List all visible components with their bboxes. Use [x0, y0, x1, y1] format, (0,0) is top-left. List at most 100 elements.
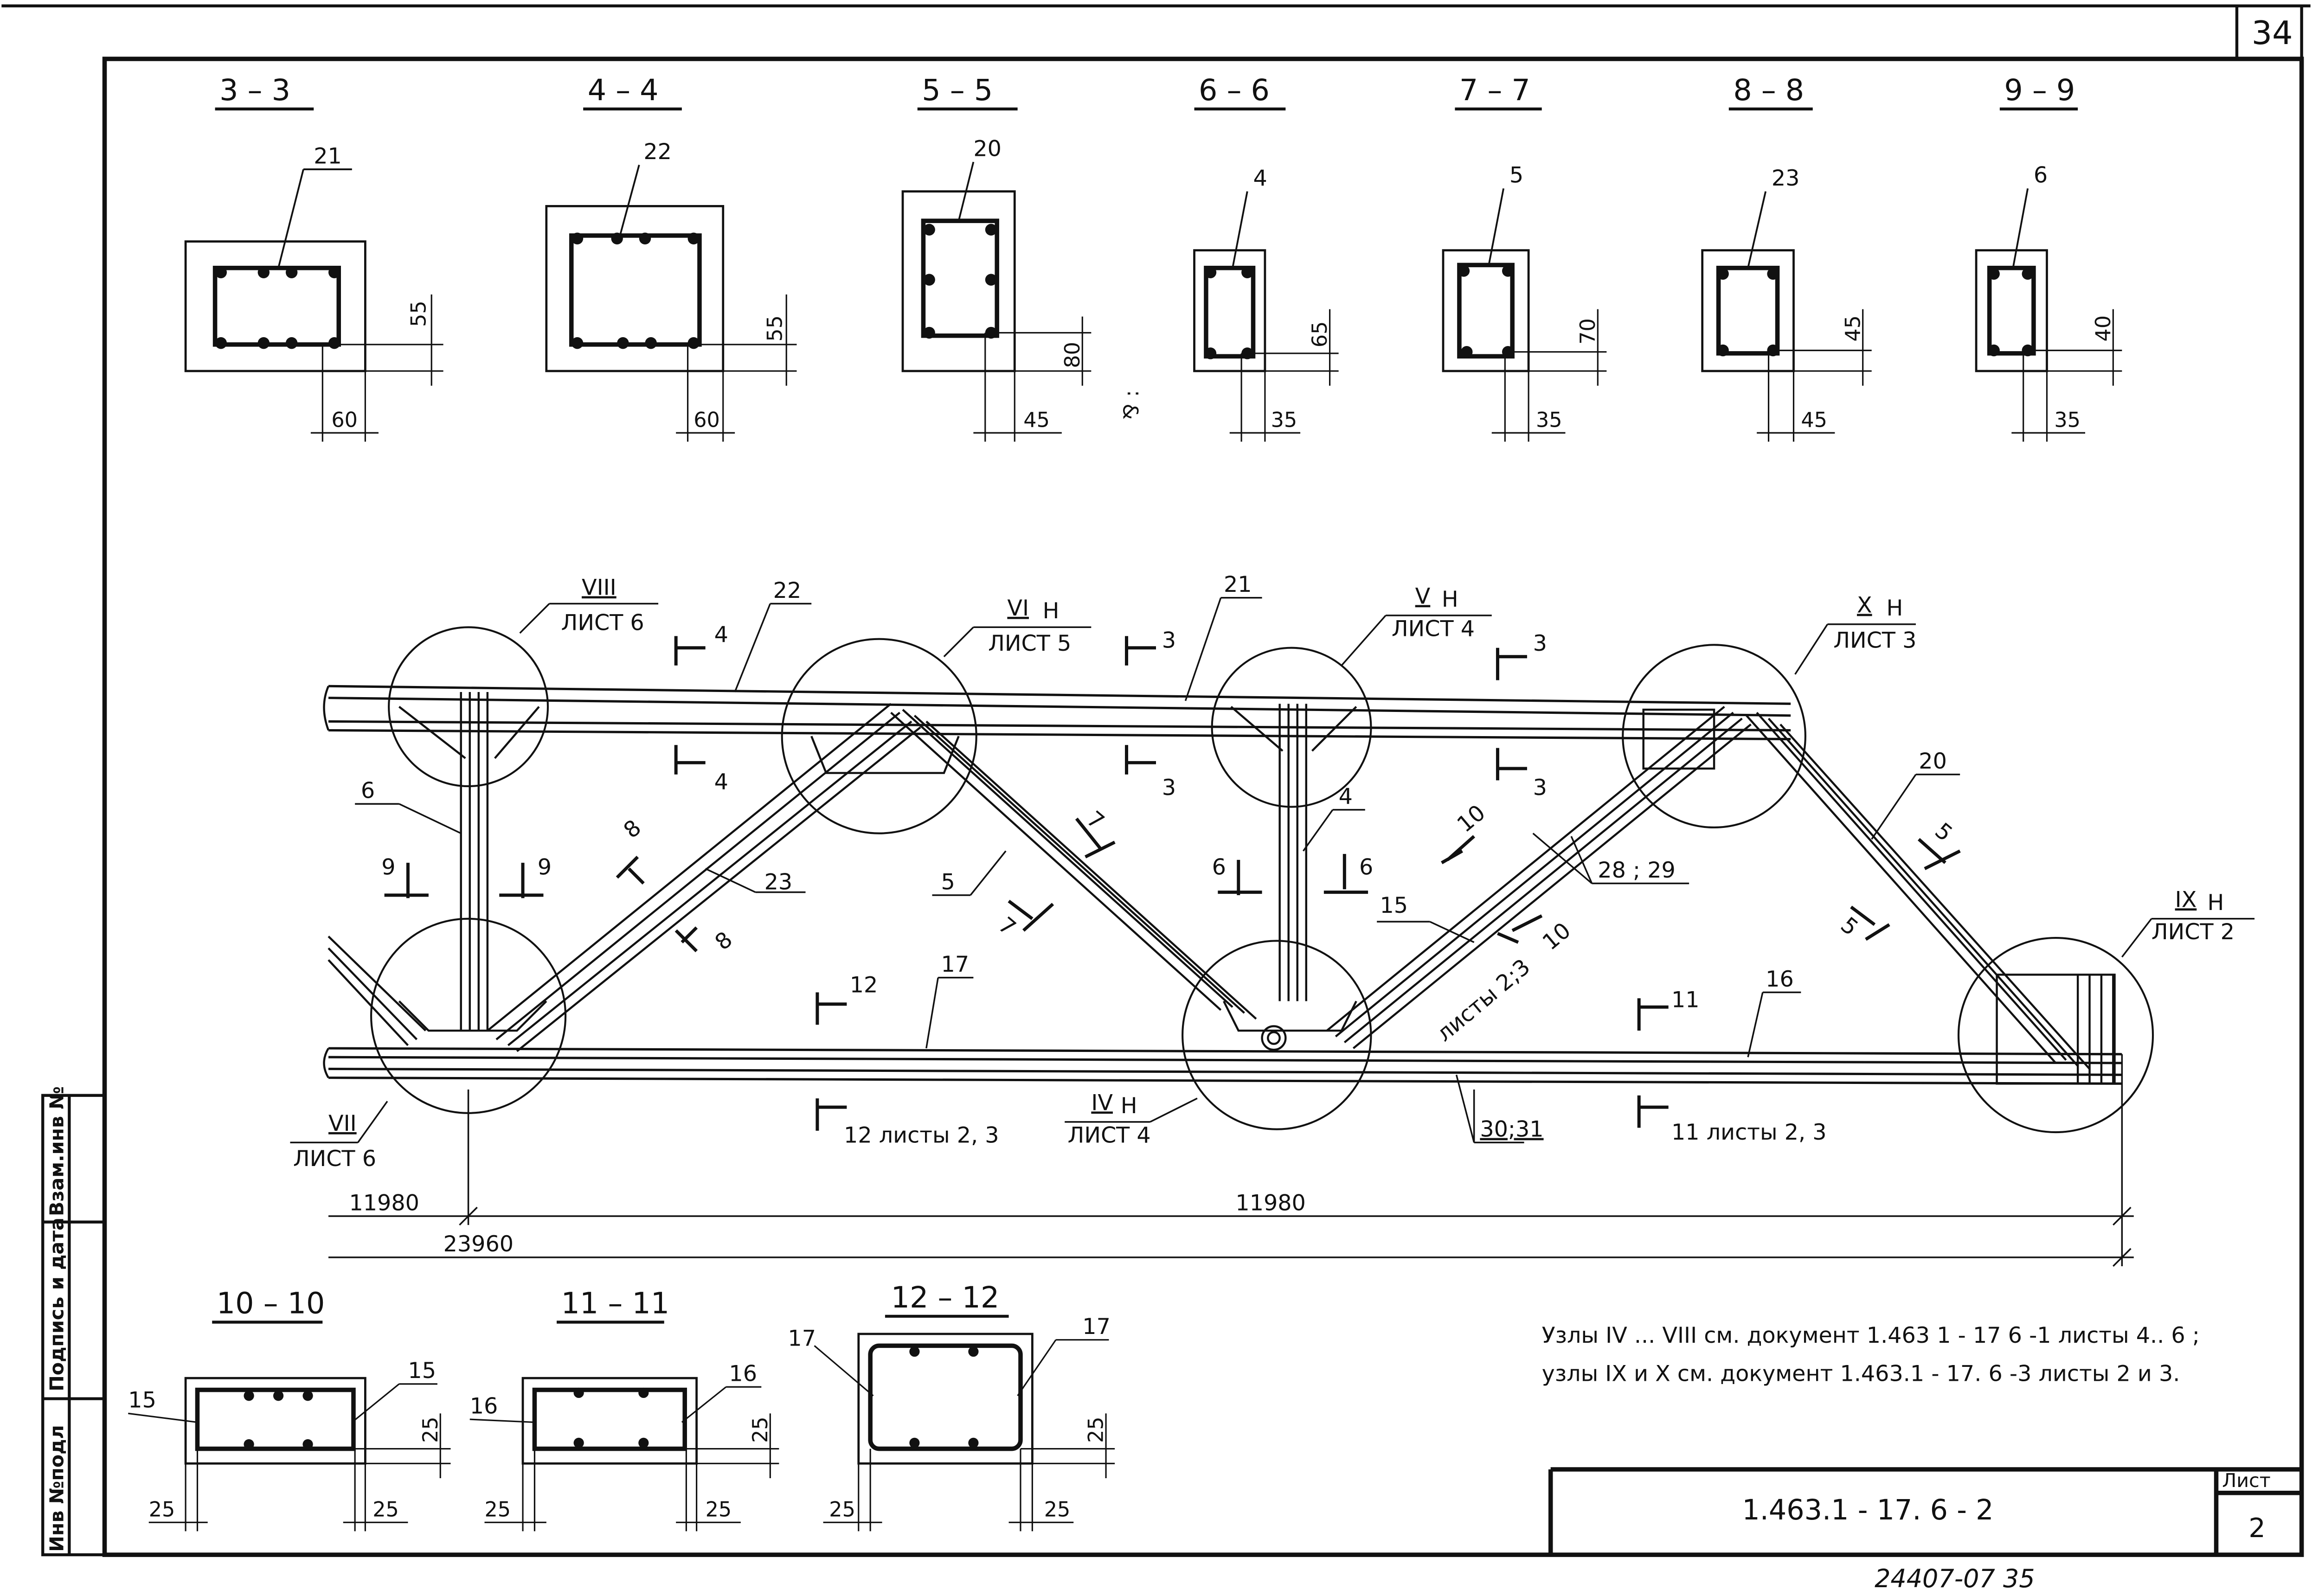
dim-h: 35 — [1536, 409, 1562, 432]
bar-label-22: 22 — [773, 578, 802, 603]
bar-label: 5 — [1509, 163, 1523, 188]
side-stamp — [41, 1094, 106, 1557]
node-iv-id: IV — [1091, 1090, 1113, 1115]
node-circles — [370, 626, 2154, 1134]
dim-left-span: 11980 — [349, 1190, 419, 1216]
section-8-8: 8 – 8 23 45 45 — [1701, 73, 1872, 442]
cut-label-6a: 6 — [1212, 855, 1226, 880]
section-title: 11 – 11 — [561, 1286, 670, 1320]
document-code: 1.463.1 - 17. 6 - 2 — [1742, 1494, 1993, 1526]
node-viii-id: VIII — [582, 575, 617, 600]
dim-right-span: 11980 — [1235, 1190, 1305, 1216]
node-x-id: X — [1857, 593, 1872, 618]
dim-h1: 25 — [829, 1498, 855, 1522]
note-line-2: узлы IX и X см. документ 1.463.1 - 17. 6… — [1542, 1361, 2180, 1387]
bar-label-16: 16 — [1766, 967, 1794, 992]
bar-right: 17 — [1082, 1314, 1111, 1340]
node-vii-sheet: ЛИСТ 6 — [293, 1146, 376, 1172]
dim-h: 45 — [1801, 409, 1827, 432]
node-v-id: V — [1415, 583, 1431, 609]
title-block — [1548, 1467, 2302, 1555]
side-stamp-sign: Подпись и дата — [46, 1218, 68, 1391]
dim-h: 35 — [1271, 409, 1297, 432]
dim-v: 55 — [764, 315, 787, 342]
vertical-6 — [460, 692, 489, 1031]
dim-h: 60 — [331, 409, 358, 432]
dim-h2: 25 — [1044, 1498, 1071, 1522]
bar-label: 23 — [1772, 166, 1800, 191]
dim-h1: 25 — [149, 1498, 175, 1522]
note-line-1: Узлы IV ... VIII см. документ 1.463 1 - … — [1542, 1323, 2200, 1348]
node-iv-sheet: ЛИСТ 4 — [1068, 1122, 1151, 1148]
cut-label-3b: 3 — [1162, 775, 1176, 801]
cut-label-3d: 3 — [1533, 775, 1547, 801]
diagonal-20 — [1746, 711, 2091, 1070]
truss-elevation — [323, 626, 2154, 1134]
node-iv-suffix: Н — [1121, 1093, 1137, 1119]
diagonal-5 — [890, 709, 1257, 1020]
node-x-suffix: Н — [1886, 596, 1903, 621]
bottom-chord — [328, 1047, 2122, 1085]
node-viii-sheet: ЛИСТ 6 — [561, 610, 644, 636]
bar-label-6: 6 — [361, 778, 375, 803]
page-number: 34 — [2252, 14, 2293, 52]
cut-label-9a: 9 — [381, 855, 395, 880]
stray-mark: ⅋ : — [1120, 390, 1143, 420]
cut-label-12a: 12 — [850, 973, 878, 998]
section-11-11: 11 – 11 16 16 25 25 25 — [469, 1286, 779, 1532]
bar-label: 20 — [973, 136, 1002, 161]
bar-label: 21 — [314, 143, 342, 169]
section-12-12: 12 – 12 17 17 25 25 25 — [788, 1280, 1115, 1532]
bar-right: 16 — [729, 1361, 757, 1387]
cut-label-12b: 12 листы 2, 3 — [844, 1122, 999, 1148]
cut-label-9b: 9 — [538, 855, 552, 880]
node-vi-suffix: Н — [1043, 598, 1060, 624]
side-stamp-inv: Инв №подл — [46, 1425, 68, 1551]
bar-leaders — [355, 597, 1960, 1144]
sheet-frame — [1, 4, 2311, 1557]
bar-right: 15 — [408, 1358, 436, 1384]
bar-label-23: 23 — [764, 869, 793, 895]
vertical-4 — [1278, 704, 1308, 1001]
section-title: 7 – 7 — [1459, 73, 1530, 107]
section-title: 5 – 5 — [922, 73, 993, 107]
section-10-10: 10 – 10 15 15 25 25 25 — [128, 1286, 451, 1532]
dim-h: 60 — [694, 409, 720, 432]
bar-label-20: 20 — [1919, 749, 1947, 774]
cut-label-4a: 4 — [714, 622, 728, 647]
bar-labels: 22 21 20 6 4 23 5 15 28 ; 29 17 16 30;31 — [361, 572, 1947, 1142]
section-title: 12 – 12 — [891, 1280, 1000, 1314]
dim-h1: 25 — [484, 1498, 511, 1522]
dim-total: 23960 — [443, 1231, 514, 1257]
dim-v: 25 — [419, 1417, 443, 1443]
section-title: 9 – 9 — [2004, 73, 2075, 107]
sheet-label: Лист — [2222, 1469, 2271, 1492]
bar-label: 6 — [2034, 163, 2048, 188]
cut-marks — [384, 636, 1961, 1131]
bar-label-15: 15 — [1380, 893, 1408, 918]
node-ix-suffix: Н — [2207, 890, 2224, 916]
node-v-suffix: Н — [1442, 587, 1458, 612]
bar-label: 4 — [1253, 166, 1267, 191]
cut-label-6b: 6 — [1359, 855, 1373, 880]
dim-v: 25 — [1085, 1417, 1108, 1443]
cut-label-11b: 11 листы 2, 3 — [1671, 1120, 1827, 1145]
dim-h2: 25 — [706, 1498, 732, 1522]
node-v-sheet: ЛИСТ 4 — [1392, 616, 1475, 641]
node-vii-id: VII — [328, 1111, 357, 1136]
bar-label-21: 21 — [1224, 572, 1252, 597]
bar-left: 16 — [470, 1393, 498, 1419]
side-stamp-replace: Взам.инв № — [46, 1086, 68, 1216]
section-3-3: 3 – 3 21 55 60 — [184, 73, 443, 442]
node-vi-sheet: ЛИСТ 5 — [988, 631, 1071, 656]
node-x-sheet: ЛИСТ 3 — [1833, 628, 1916, 654]
span-dimensions — [328, 1054, 2134, 1267]
dim-h: 45 — [1023, 409, 1050, 432]
section-title: 3 – 3 — [219, 73, 290, 107]
dim-v: 55 — [407, 301, 431, 327]
node-vi-id: VI — [1007, 596, 1029, 621]
dim-v: 45 — [1841, 315, 1865, 342]
section-title: 4 – 4 — [588, 73, 659, 107]
dim-v: 65 — [1308, 321, 1332, 348]
